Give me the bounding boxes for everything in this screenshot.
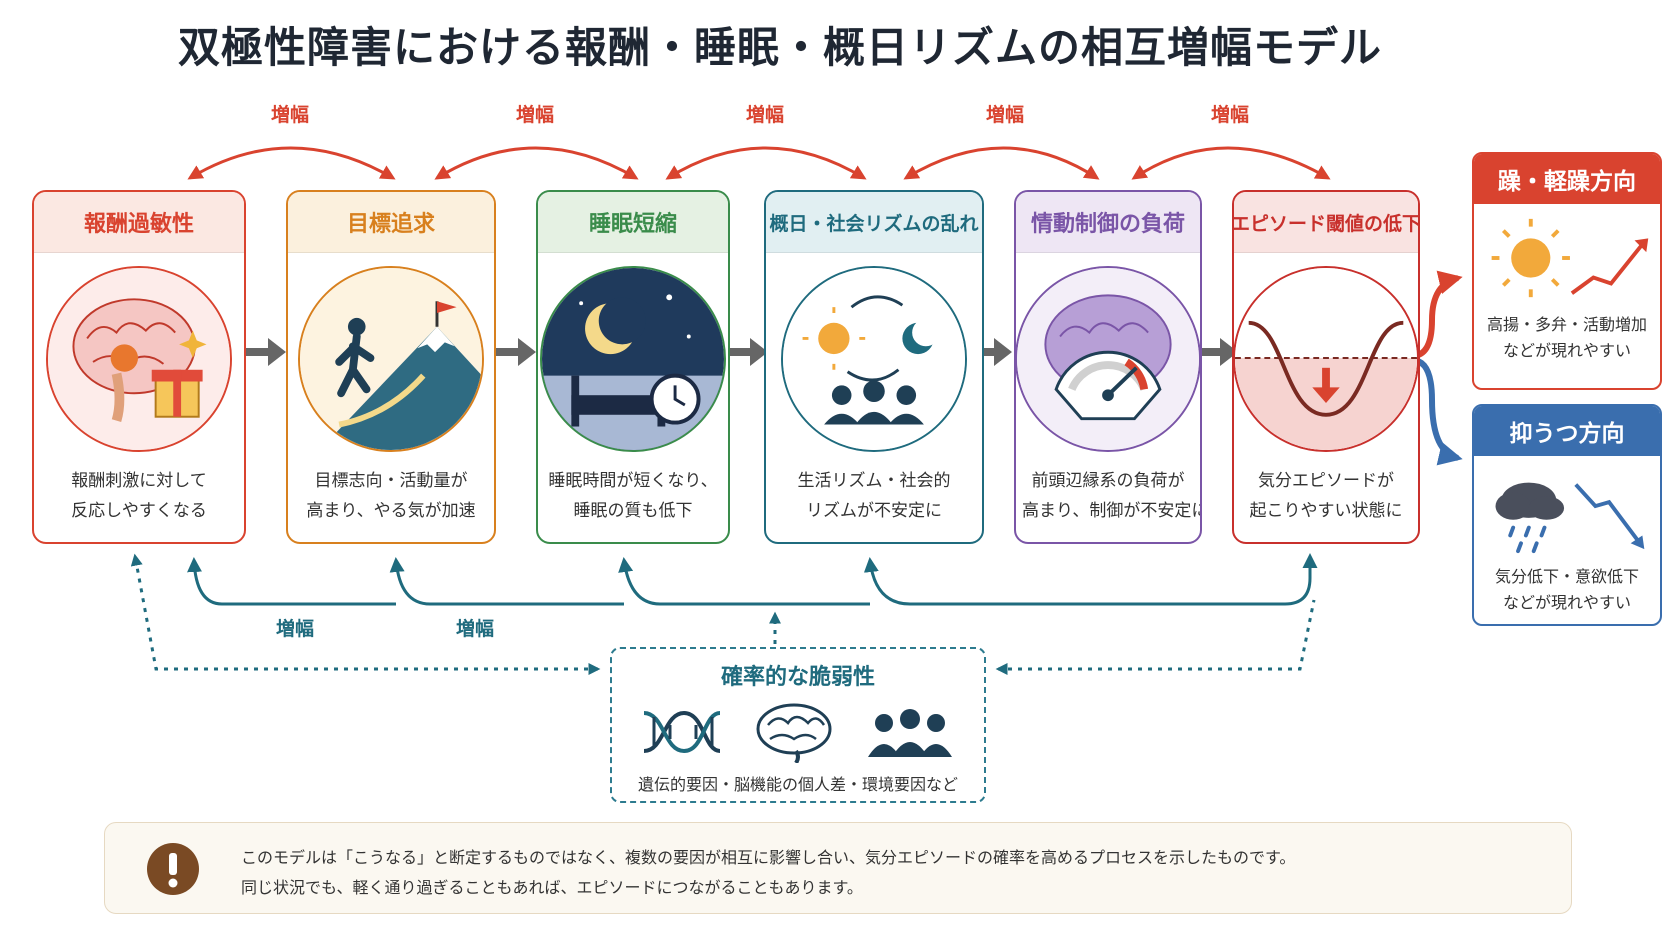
stage-description: 目標志向・活動量が 高まり、やる気が加速 — [306, 471, 476, 521]
stage-card-goal-pursuit: 目標追求 目標志向・活動量が 高まり、やる気が加速 — [286, 190, 496, 544]
people-icon — [868, 709, 952, 757]
threshold-curve-icon — [1234, 266, 1418, 452]
outcome-title: 抑うつ方向 — [1474, 406, 1660, 456]
stage-title: 睡眠短縮 — [538, 192, 728, 253]
stage-card-reward-hypersensitivity: 報酬過敏性 報酬刺激に対して 反応しやすくなる — [32, 190, 246, 544]
outcome-manic: 躁・軽躁方向 高揚・多弁・活動増加 などが現れやすい — [1472, 152, 1662, 390]
outcome-description: 高揚・多弁・活動増加 などが現れやすい — [1486, 315, 1647, 360]
amplify-label: 増幅 — [985, 104, 1025, 126]
outcome-title: 躁・軽躁方向 — [1474, 154, 1660, 204]
stage-description: 生活リズム・社会的 リズムが不安定に — [797, 471, 951, 521]
amplify-label: 増幅 — [515, 104, 555, 126]
stage-description: 報酬刺激に対して 反応しやすくなる — [71, 471, 207, 521]
dna-icon — [643, 710, 721, 754]
stage-description: 前頭辺縁系の負荷が 高まり、制御が不安定に — [1022, 471, 1202, 521]
stage-card-sleep-shortening: 睡眠短縮 睡眠時間が短くなり、 睡眠の質も低下 — [536, 190, 730, 544]
note-text: このモデルは「こうなる」と断定するものではなく、複数の要因が相互に影響し合い、気… — [241, 848, 1296, 897]
stage-card-rhythm-disruption: 概日・社会リズムの乱れ 生活リズム・社会的 リズムが不安定に — [764, 190, 984, 544]
vulnerability-box: 確率的な脆弱性 遺伝的要因・脳機能の個人差・環境要因など — [610, 647, 986, 803]
page-title: 双極性障害における報酬・睡眠・概日リズムの相互増幅モデル — [177, 23, 1382, 72]
vulnerability-description: 遺伝的要因・脳機能の個人差・環境要因など — [637, 775, 958, 794]
amplify-label: 増幅 — [270, 104, 310, 126]
stage-card-episode-threshold: エピソード閾値の低下 気分エピソードが 起こりやすい状態に — [1232, 190, 1420, 544]
outcome-description: 気分低下・意欲低下 などが現れやすい — [1494, 567, 1639, 612]
vulnerability-icons — [612, 701, 984, 763]
stage-description: 気分エピソードが 起こりやすい状態に — [1249, 471, 1403, 521]
stage-card-emotion-regulation-load: 情動制御の負荷 前頭辺縁系の負荷が 高まり、制御が不安定に — [1014, 190, 1202, 544]
outcome-depressive: 抑うつ方向 気分低下・意欲低下 などが現れやすい — [1472, 404, 1662, 626]
stage-description: 睡眠時間が短くなり、 睡眠の質も低下 — [548, 471, 718, 521]
rain-cloud-declining-icon — [1474, 456, 1660, 564]
sun-rising-icon — [1474, 204, 1660, 312]
brain-gauge-icon — [1016, 266, 1200, 452]
brain-icon — [756, 703, 832, 763]
vulnerability-title: 確率的な脆弱性 — [720, 665, 875, 690]
disclaimer-note: このモデルは「こうなる」と断定するものではなく、複数の要因が相互に影響し合い、気… — [104, 822, 1572, 914]
night-sleep-icon — [540, 266, 726, 452]
amplify-label: 増幅 — [1210, 104, 1250, 126]
amplify-label: 増幅 — [275, 618, 315, 640]
stage-title: 目標追求 — [288, 192, 494, 253]
stage-title: 報酬過敏性 — [34, 192, 244, 253]
amplify-label: 増幅 — [455, 618, 495, 640]
stage-title: エピソード閾値の低下 — [1234, 192, 1418, 253]
stage-title: 概日・社会リズムの乱れ — [766, 192, 982, 253]
mountain-climb-icon — [298, 266, 484, 452]
exclamation-icon — [147, 843, 199, 895]
amplify-label: 増幅 — [745, 104, 785, 126]
stage-title: 情動制御の負荷 — [1016, 192, 1200, 253]
brain-reward-icon — [46, 266, 232, 452]
day-night-cycle-icon — [781, 266, 967, 452]
